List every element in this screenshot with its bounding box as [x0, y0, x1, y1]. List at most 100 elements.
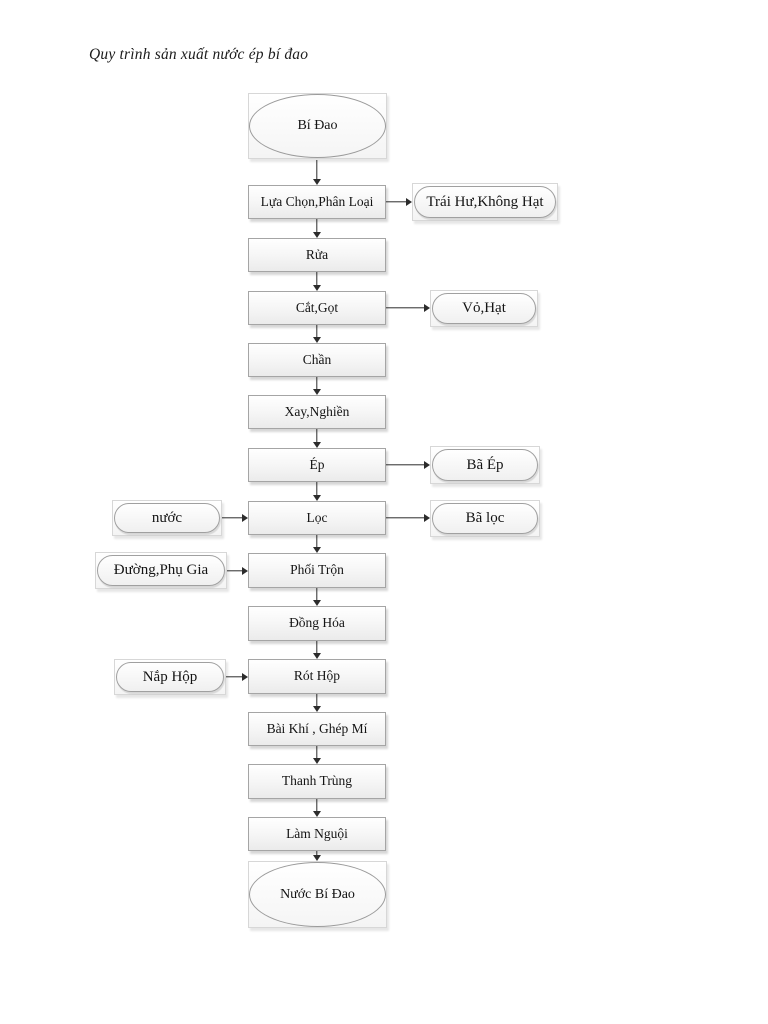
arrow-rot-hop-to-bai-khi	[312, 694, 322, 712]
arrow-cat-got-to-chan	[312, 325, 322, 343]
node-label: Xay,Nghiền	[284, 403, 350, 419]
arrow-nuoc-to-loc	[222, 513, 248, 523]
arrow-head	[313, 600, 321, 606]
node-label: Đường,Phụ Gia	[113, 562, 209, 578]
arrow-bi-dao-to-lua-chon	[312, 160, 322, 185]
node-ba-loc: Bã lọc	[430, 500, 540, 537]
stadium-shape: Vỏ,Hạt	[432, 293, 536, 324]
arrow-shaft	[386, 517, 424, 519]
arrow-chan-to-xay-nghien	[312, 377, 322, 395]
node-xay-nghien: Xay,Nghiền	[248, 395, 386, 429]
arrow-head	[313, 389, 321, 395]
arrow-head	[313, 495, 321, 501]
arrow-shaft	[227, 570, 242, 572]
node-label: Lọc	[306, 509, 328, 525]
arrow-shaft	[222, 517, 242, 519]
arrow-loc-to-ba-loc	[386, 513, 430, 523]
arrow-duong-to-phoi-tron	[227, 566, 248, 576]
node-vo-hat: Vỏ,Hạt	[430, 290, 538, 327]
node-nap-hop: Nắp Hộp	[114, 659, 226, 695]
arrow-phoi-tron-to-dong-hoa	[312, 588, 322, 606]
arrow-shaft	[316, 851, 318, 855]
arrow-shaft	[316, 641, 318, 653]
node-label: nước	[151, 509, 183, 526]
node-label: Trái Hư,Không Hạt	[426, 193, 544, 210]
arrow-lua-chon-to-rua	[312, 219, 322, 238]
node-ep: Ép	[248, 448, 386, 482]
stadium-shape: Đường,Phụ Gia	[97, 555, 225, 586]
node-trai-hu-khong-hat: Trái Hư,Không Hạt	[412, 183, 558, 221]
node-label: Làm Nguội	[286, 825, 348, 841]
arrow-head	[406, 198, 412, 206]
node-label: Bài Khí , Ghép Mí	[266, 720, 368, 736]
node-bi-dao: Bí Đao	[248, 93, 387, 159]
node-nuoc: nước	[112, 500, 222, 536]
node-dong-hoa: Đồng Hóa	[248, 606, 386, 641]
arrow-head	[424, 461, 430, 469]
arrow-head	[242, 567, 248, 575]
node-bai-khi-ghep-mi: Bài Khí , Ghép Mí	[248, 712, 386, 746]
node-label: Rót Hộp	[293, 668, 341, 684]
arrow-bai-khi-to-thanh-trung	[312, 746, 322, 764]
arrow-head	[313, 337, 321, 343]
node-thanh-trung: Thanh Trùng	[248, 764, 386, 799]
node-label: Vỏ,Hạt	[462, 300, 506, 316]
node-ba-ep: Bã Ép	[430, 446, 540, 484]
node-phoi-tron: Phối Trộn	[248, 553, 386, 588]
arrow-head	[313, 547, 321, 553]
node-label: Cắt,Gọt	[295, 299, 339, 315]
arrow-shaft	[316, 377, 318, 389]
node-label: Bí Đao	[297, 118, 338, 133]
arrow-lam-nguoi-to-nuoc-bi-dao	[312, 851, 322, 861]
node-label: Đồng Hóa	[289, 615, 345, 631]
arrow-shaft	[316, 429, 318, 442]
node-lam-nguoi: Làm Nguội	[248, 817, 386, 851]
arrow-head	[424, 304, 430, 312]
arrow-shaft	[316, 482, 318, 495]
arrow-head	[242, 673, 248, 681]
arrow-shaft	[316, 746, 318, 758]
node-label: Phối Trộn	[290, 562, 344, 578]
node-nuoc-bi-dao: Nước Bí Đao	[248, 861, 387, 928]
arrow-nap-hop-to-rot-hop	[226, 672, 248, 682]
arrow-shaft	[316, 588, 318, 600]
arrow-shaft	[316, 694, 318, 706]
node-label: Bã Ép	[466, 456, 504, 473]
stadium-shape: nước	[114, 503, 220, 533]
node-label: Thanh Trùng	[281, 773, 353, 789]
arrow-loc-to-phoi-tron	[312, 535, 322, 553]
arrow-shaft	[386, 464, 424, 466]
arrow-thanh-trung-to-lam-nguoi	[312, 799, 322, 817]
node-label: Nắp Hộp	[142, 668, 198, 685]
node-chan: Chần	[248, 343, 386, 377]
arrow-rua-to-cat-got	[312, 272, 322, 291]
stadium-shape: Trái Hư,Không Hạt	[414, 186, 556, 218]
node-lua-chon-phan-loai: Lựa Chọn,Phân Loại	[248, 185, 386, 219]
ellipse-shape: Bí Đao	[249, 94, 386, 158]
arrow-head	[313, 706, 321, 712]
node-label: Chần	[302, 351, 332, 367]
arrow-head	[313, 285, 321, 291]
node-rot-hop: Rót Hộp	[248, 659, 386, 694]
arrow-shaft	[316, 535, 318, 547]
arrow-head	[313, 442, 321, 448]
node-duong-phu-gia: Đường,Phụ Gia	[95, 552, 227, 589]
arrow-shaft	[316, 325, 318, 337]
arrow-shaft	[316, 272, 318, 285]
stadium-shape: Bã lọc	[432, 503, 538, 534]
arrow-shaft	[386, 201, 406, 203]
arrow-head	[424, 514, 430, 522]
node-label: Nước Bí Đao	[280, 886, 355, 902]
arrow-dong-hoa-to-rot-hop	[312, 641, 322, 659]
arrow-xay-nghien-to-ep	[312, 429, 322, 448]
arrow-head	[313, 811, 321, 817]
arrow-head	[313, 758, 321, 764]
arrow-ep-to-ba-ep	[386, 460, 430, 470]
node-label: Bã lọc	[465, 510, 505, 526]
arrow-cat-got-to-vo-hat	[386, 303, 430, 313]
arrow-shaft	[316, 160, 318, 179]
stadium-shape: Nắp Hộp	[116, 662, 224, 692]
arrow-lua-chon-to-trai-hu	[386, 197, 412, 207]
node-label: Ép	[309, 456, 325, 472]
